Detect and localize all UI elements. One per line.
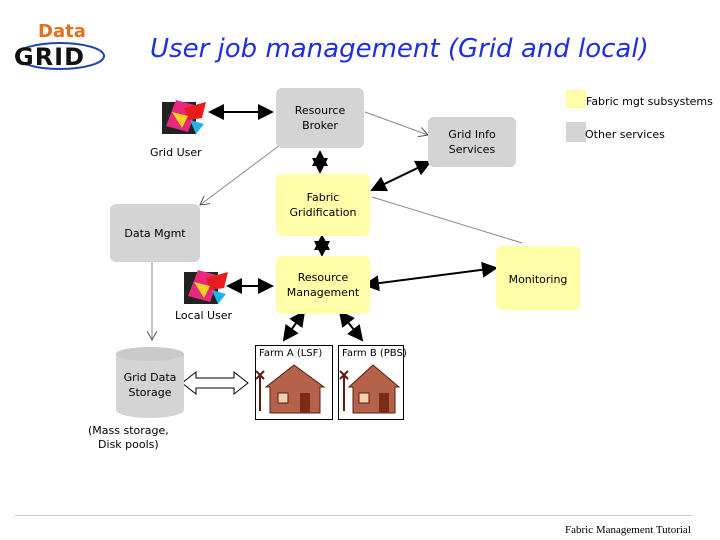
svg-text:Data: Data (38, 21, 86, 42)
storage-label: Grid Data Storage (123, 371, 177, 399)
legend-other-swatch (566, 122, 586, 142)
farm-icon (339, 364, 401, 414)
node-monitoring: Monitoring (496, 246, 580, 310)
page-title: User job management (Grid and local) (150, 34, 649, 64)
farm-icon (256, 364, 326, 414)
node-data-mgmt: Data Mgmt (110, 204, 200, 262)
datagrid-logo: Data GRID (8, 20, 108, 72)
node-grid-data-storage: Grid Data Storage (115, 346, 185, 420)
user-icon (162, 100, 206, 134)
farm-a-label: Farm A (LSF) (259, 348, 323, 359)
node-fabric-gridification: Fabric Gridification (276, 174, 370, 236)
farm-a: Farm A (LSF) (255, 345, 333, 420)
storage-cylinder (116, 347, 184, 418)
node-resource-management: Resource Management (276, 256, 370, 314)
legend-fabric-label: Fabric mgt subsystems (586, 95, 713, 108)
local-user-icon (184, 268, 230, 306)
grid-user-icon (162, 98, 208, 136)
node-resource-broker: Resource Broker (276, 88, 364, 148)
legend-other-label: Other services (585, 128, 665, 141)
svg-text:GRID: GRID (14, 43, 85, 71)
farm-b: Farm B (PBS) (338, 345, 407, 420)
local-user-label: Local User (175, 309, 233, 322)
node-grid-info-services: Grid Info Services (428, 117, 516, 167)
footer-text: Fabric Management Tutorial (565, 524, 691, 536)
farm-b-label: Farm B (PBS) (342, 348, 407, 359)
storage-note: (Mass storage, Disk pools) (88, 424, 169, 451)
footer-rule (15, 515, 692, 516)
user-icon (184, 270, 228, 304)
legend-fabric-swatch (566, 90, 586, 108)
grid-user-label: Grid User (150, 146, 202, 159)
